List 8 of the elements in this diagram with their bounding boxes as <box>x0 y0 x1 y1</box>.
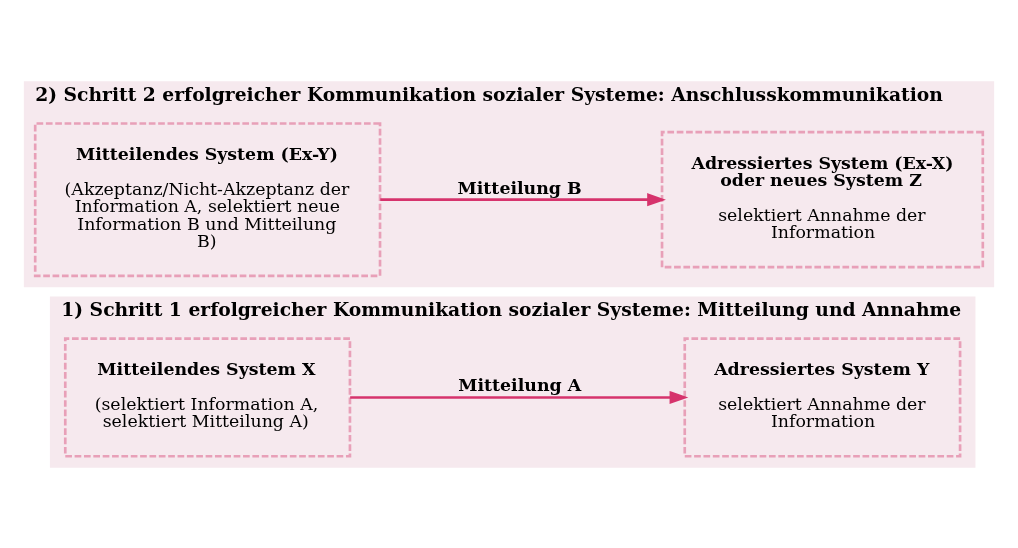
arrow <box>350 390 689 404</box>
node-box: Adressiertes System (Ex-X) oder neues System Z selektiert Annahme der Information <box>660 130 985 268</box>
edge-label: Mitteilung B <box>457 177 582 198</box>
node-box: Adressiertes System Y selektiert Annahme der Information <box>683 336 962 458</box>
node-box: Mitteilendes System (Ex-Y) (Akzeptanz/Nicht-Akzeptanz der Information A, selektiert neue Information B und Mitteilung B) <box>33 121 382 277</box>
arrow <box>380 192 666 206</box>
node-box: Mitteilendes System X (selektiert Information A, selektiert Mitteilung A) <box>63 336 352 458</box>
edge-label: Mitteilung A <box>458 374 582 395</box>
